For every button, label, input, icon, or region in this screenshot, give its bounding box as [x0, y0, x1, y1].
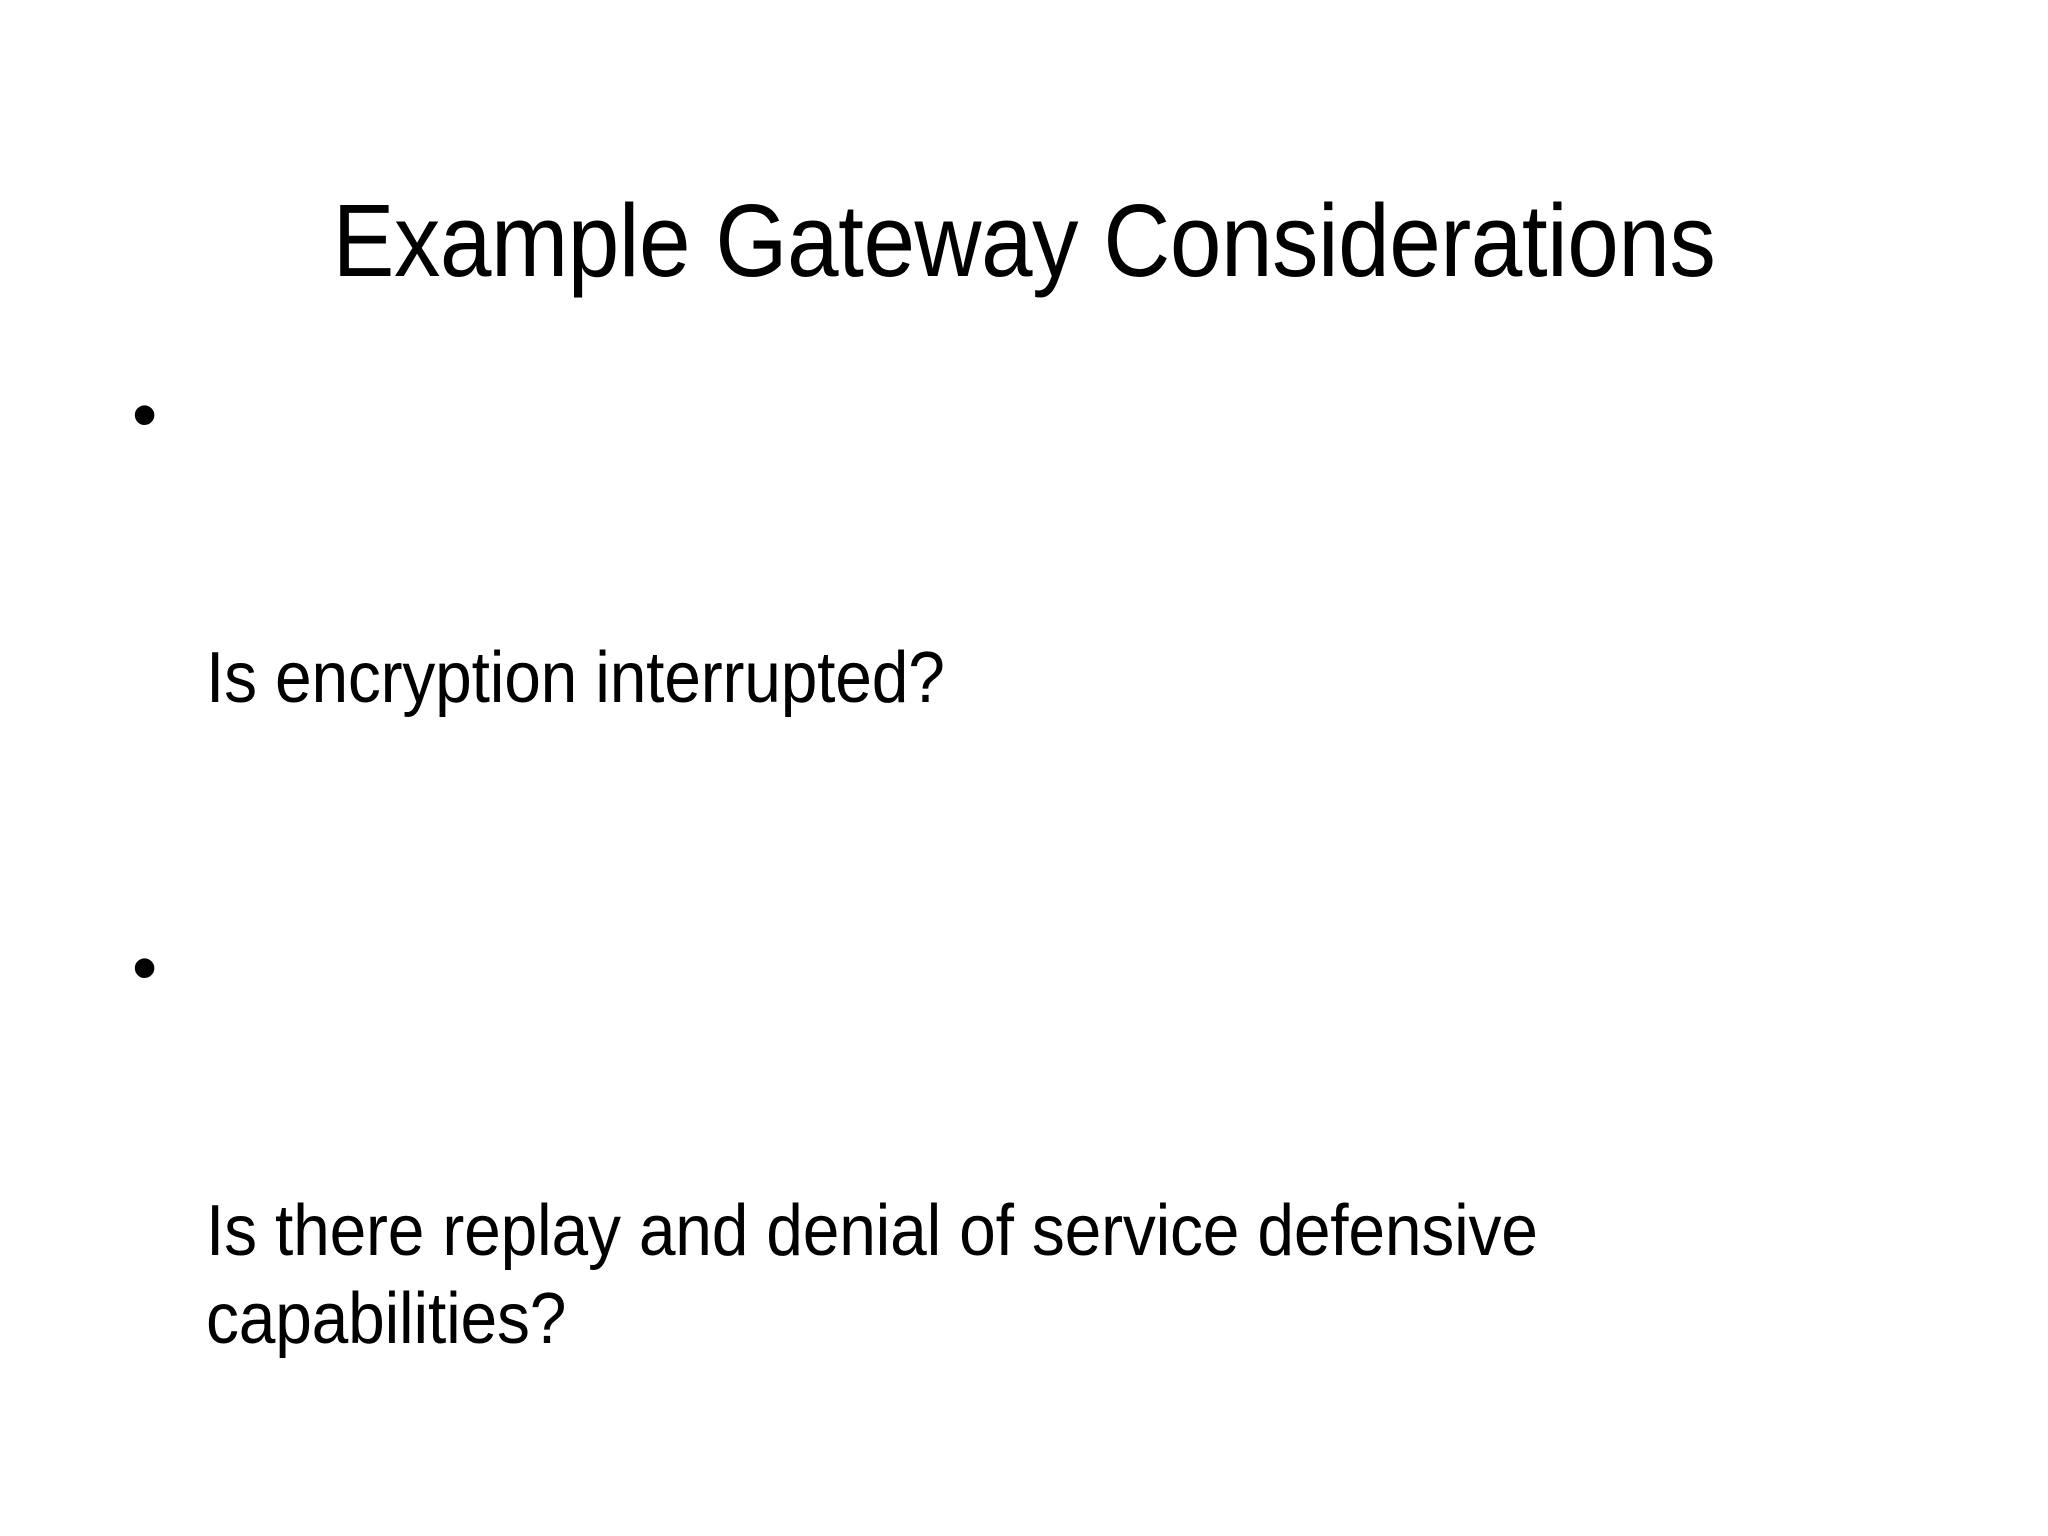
bullet-icon: • — [132, 375, 158, 455]
list-item: • Is there replay and denial of service … — [118, 925, 1938, 1536]
bullet-list: • Is encryption interrupted? • Is there … — [118, 372, 1938, 1536]
list-item-label: Is encryption interrupted? — [206, 638, 945, 719]
bullet-icon: • — [132, 927, 158, 1008]
page-title: Example Gateway Considerations — [332, 183, 1716, 298]
list-item: • Is encryption interrupted? — [118, 372, 1938, 899]
list-item-label: Is there replay and denial of service de… — [206, 1191, 1556, 1360]
